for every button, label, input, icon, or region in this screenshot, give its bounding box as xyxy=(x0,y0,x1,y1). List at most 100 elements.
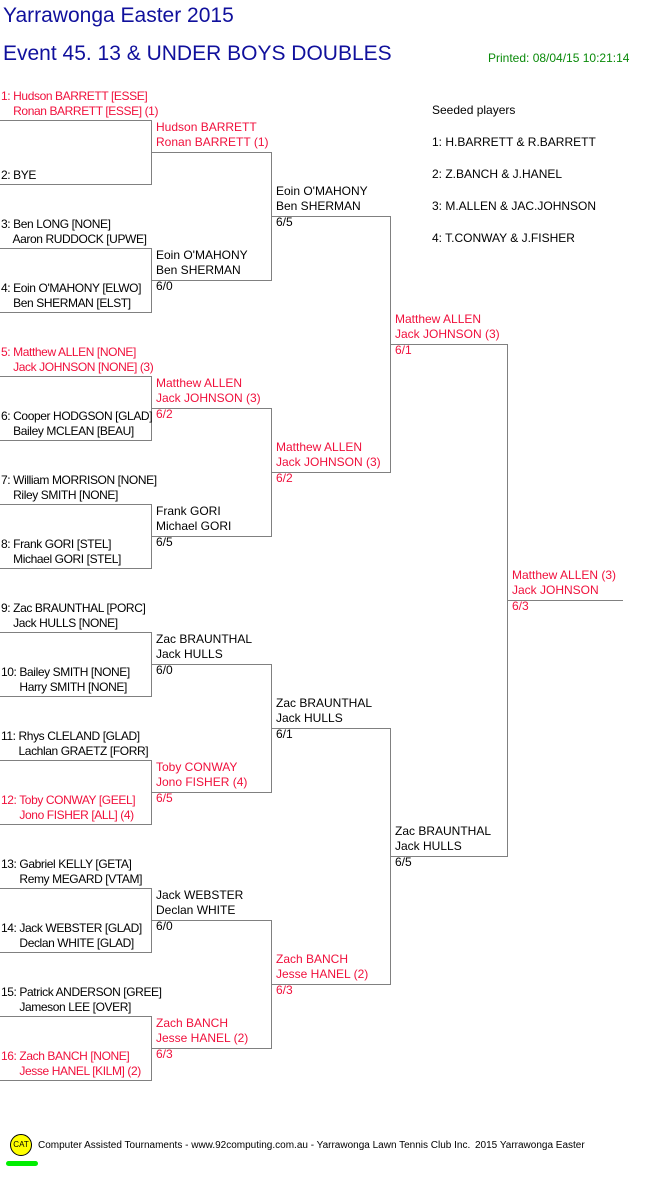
player-name: Patrick ANDERSON [GREE] xyxy=(19,985,162,999)
winner-name: Ben SHERMAN xyxy=(156,263,241,277)
bracket-connector xyxy=(151,248,152,312)
bracket-line xyxy=(272,472,391,473)
winner-name: Jack WEBSTER xyxy=(156,888,244,902)
player-name: Aaron RUDDOCK [UPWE] xyxy=(12,232,147,246)
bracket-line xyxy=(272,216,391,217)
bracket-line xyxy=(391,344,508,345)
bracket-line xyxy=(0,248,152,249)
bracket-line xyxy=(0,376,152,377)
draw-number: 4: xyxy=(1,281,14,295)
draw-number: 8: xyxy=(1,537,14,551)
player-name: BYE xyxy=(13,168,36,182)
player-name: Jameson LEE [OVER] xyxy=(19,1000,131,1014)
draw-number: 12: xyxy=(1,793,20,807)
draw-number: 1: xyxy=(1,89,14,103)
bracket-line xyxy=(391,856,508,857)
entry-line: 4: Ben SHERMAN [ELST] xyxy=(1,296,131,311)
player-name: Gabriel KELLY [GETA] xyxy=(19,857,132,871)
entry-line: 13: Gabriel KELLY [GETA] xyxy=(1,857,132,872)
logo-underline xyxy=(6,1161,38,1166)
match-score: 6/2 xyxy=(276,471,293,485)
printed-timestamp: Printed: 08/04/15 10:21:14 xyxy=(488,51,630,65)
draw-number: 5: xyxy=(1,345,14,359)
match-score: 6/0 xyxy=(156,919,173,933)
bracket-connector xyxy=(390,728,391,984)
entry-line: 6: Bailey MCLEAN [BEAU] xyxy=(1,424,134,439)
winner-name: Zach BANCH xyxy=(276,952,349,966)
match-score: 6/0 xyxy=(156,663,173,677)
winner-name: Eoin O'MAHONY xyxy=(156,248,248,262)
footer-credit: Computer Assisted Tournaments - www.92co… xyxy=(38,1140,471,1151)
bracket-line xyxy=(152,536,272,537)
draw-number: 7: xyxy=(1,473,14,487)
winner-name: Matthew ALLEN (3) xyxy=(512,568,617,582)
bracket-connector xyxy=(151,888,152,952)
entry-line: 7: Riley SMITH [NONE] xyxy=(1,488,118,503)
player-name: Toby CONWAY [GEEL] xyxy=(19,793,136,807)
player-name: Declan WHITE [GLAD] xyxy=(19,936,134,950)
entry-line: 11: Rhys CLELAND [GLAD] xyxy=(1,729,140,744)
winner-name: Jack HULLS xyxy=(276,711,343,725)
bracket-line xyxy=(152,152,272,153)
entry-line: 11: Lachlan GRAETZ [FORR] xyxy=(1,744,149,759)
winner-name: Zac BRAUNTHAL xyxy=(156,632,253,646)
entry-line: 14: Jack WEBSTER [GLAD] xyxy=(1,921,142,936)
seeded-title: Seeded players xyxy=(432,103,516,117)
bracket-line xyxy=(0,120,152,121)
player-name: Eoin O'MAHONY [ELWO] xyxy=(13,281,142,295)
bracket-connector xyxy=(151,760,152,824)
entry-line: 10: Bailey SMITH [NONE] xyxy=(1,665,130,680)
player-name: Harry SMITH [NONE] xyxy=(19,680,127,694)
draw-number: 16: xyxy=(1,1049,20,1063)
draw-number: 9: xyxy=(1,601,14,615)
bracket-line xyxy=(152,920,272,921)
match-score: 6/5 xyxy=(156,791,173,805)
winner-name: Declan WHITE xyxy=(156,903,236,917)
entry-line: 13: Remy MEGARD [VTAM] xyxy=(1,872,142,887)
draw-number: 11: xyxy=(1,729,19,743)
player-name: Jack JOHNSON [NONE] (3) xyxy=(13,360,154,374)
cat-logo: CAT xyxy=(10,1134,32,1156)
player-name: Frank GORI [STEL] xyxy=(13,537,112,551)
player-name: Zac BRAUNTHAL [PORC] xyxy=(13,601,146,615)
winner-name: Jack JOHNSON (3) xyxy=(395,327,500,341)
tournament-title: Yarrawonga Easter 2015 xyxy=(3,4,234,27)
bracket-line xyxy=(0,312,152,313)
player-name: William MORRISON [NONE] xyxy=(13,473,157,487)
bracket-line xyxy=(152,792,272,793)
match-score: 6/5 xyxy=(395,855,412,869)
bracket-line xyxy=(0,760,152,761)
entry-line: 10: Harry SMITH [NONE] xyxy=(1,680,127,695)
player-name: Bailey MCLEAN [BEAU] xyxy=(13,424,134,438)
bracket-connector xyxy=(271,664,272,792)
bracket-line xyxy=(152,1048,272,1049)
bracket-connector xyxy=(151,632,152,696)
draw-number: 10: xyxy=(1,665,20,679)
entry-line: 14: Declan WHITE [GLAD] xyxy=(1,936,134,951)
player-name: Jack WEBSTER [GLAD] xyxy=(19,921,142,935)
winner-name: Ronan BARRETT (1) xyxy=(156,135,269,149)
winner-name: Matthew ALLEN xyxy=(276,440,363,454)
player-name: Ben SHERMAN [ELST] xyxy=(13,296,131,310)
match-score: 6/3 xyxy=(512,599,529,613)
player-name: Zach BANCH [NONE] xyxy=(19,1049,130,1063)
event-title: Event 45. 13 & UNDER BOYS DOUBLES xyxy=(3,42,392,65)
player-name: Remy MEGARD [VTAM] xyxy=(19,872,143,886)
entry-line: 12: Toby CONWAY [GEEL] xyxy=(1,793,136,808)
bracket-line xyxy=(0,952,152,953)
bracket-connector xyxy=(507,344,508,856)
bracket-line xyxy=(0,888,152,889)
bracket-line xyxy=(272,728,391,729)
winner-name: Jack JOHNSON (3) xyxy=(156,391,261,405)
player-name: Jack HULLS [NONE] xyxy=(13,616,118,630)
footer-event: 2015 Yarrawonga Easter xyxy=(475,1140,585,1151)
winner-name: Ben SHERMAN xyxy=(276,199,361,213)
bracket-connector xyxy=(151,376,152,440)
player-name: Ben LONG [NONE] xyxy=(13,217,111,231)
player-name: Cooper HODGSON [GLAD] xyxy=(13,409,153,423)
bracket-line xyxy=(0,184,152,185)
draw-number: 14: xyxy=(1,921,20,935)
winner-name: Frank GORI xyxy=(156,504,221,518)
bracket-line xyxy=(272,984,391,985)
draw-number: 15: xyxy=(1,985,20,999)
